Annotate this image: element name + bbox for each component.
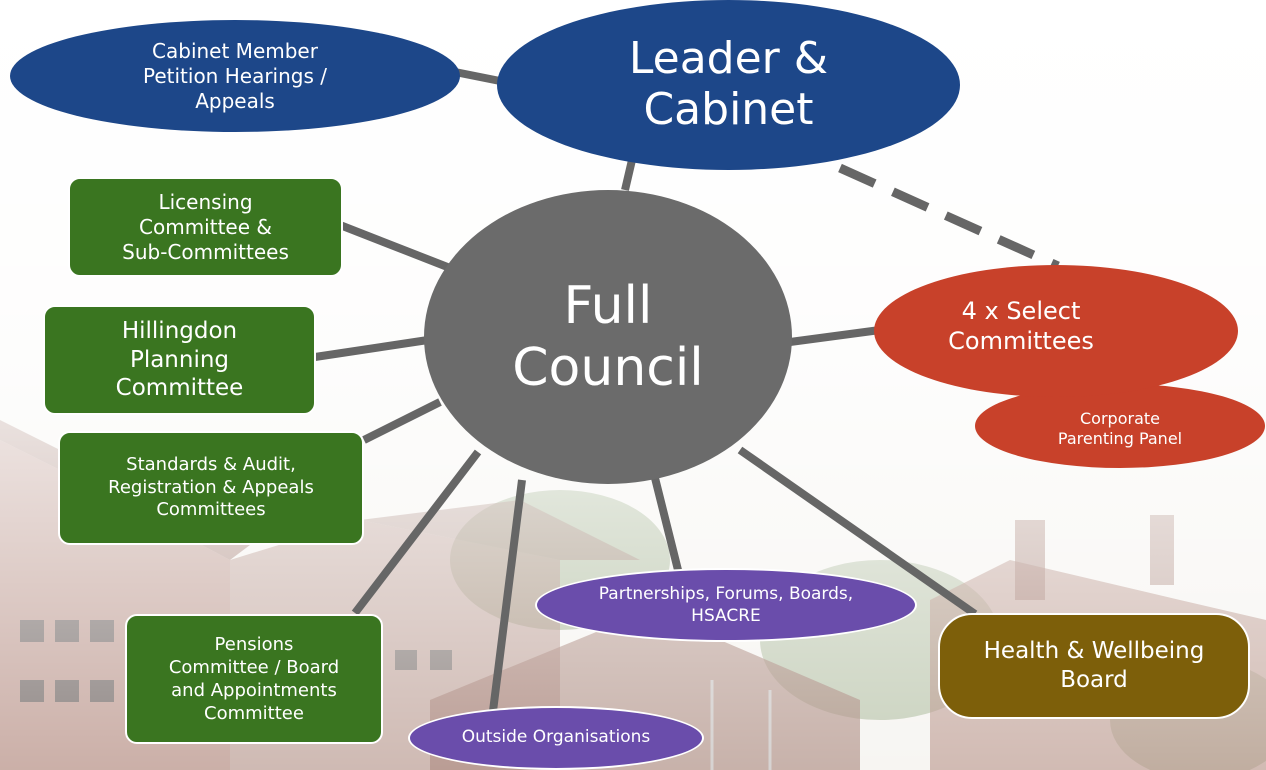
connector-petition-leader bbox=[454, 68, 506, 86]
connector-council-partnerships bbox=[651, 477, 682, 571]
licensing-committee-node: Licensing Committee & Sub-Committees bbox=[68, 177, 343, 277]
connector-council-health bbox=[737, 446, 978, 618]
partnerships-node: Partnerships, Forums, Boards, HSACRE bbox=[535, 568, 917, 642]
pensions-committee-node: Pensions Committee / Board and Appointme… bbox=[125, 614, 383, 744]
connector-council-pensions bbox=[351, 449, 482, 616]
connector-council-outside bbox=[489, 479, 526, 712]
petition-hearings-node: Cabinet Member Petition Hearings / Appea… bbox=[10, 20, 460, 132]
connector-council-licensing bbox=[338, 221, 452, 272]
corporate-parenting-node: Corporate Parenting Panel bbox=[975, 384, 1265, 468]
connector-council-leader bbox=[621, 159, 636, 191]
connector-council-select bbox=[789, 326, 881, 346]
full-council-node: Full Council bbox=[424, 190, 792, 484]
connector-council-planning bbox=[314, 336, 429, 361]
health-wellbeing-node: Health & Wellbeing Board bbox=[938, 613, 1250, 719]
outside-organisations-node: Outside Organisations bbox=[408, 706, 704, 770]
select-committees-node: 4 x Select Committees bbox=[874, 265, 1238, 397]
connector-leader-select-dashed bbox=[838, 163, 1060, 271]
planning-committee-node: Hillingdon Planning Committee bbox=[43, 305, 316, 415]
connector-council-standards bbox=[362, 398, 442, 444]
leader-cabinet-node: Leader & Cabinet bbox=[497, 0, 960, 170]
standards-audit-node: Standards & Audit, Registration & Appeal… bbox=[58, 431, 364, 545]
